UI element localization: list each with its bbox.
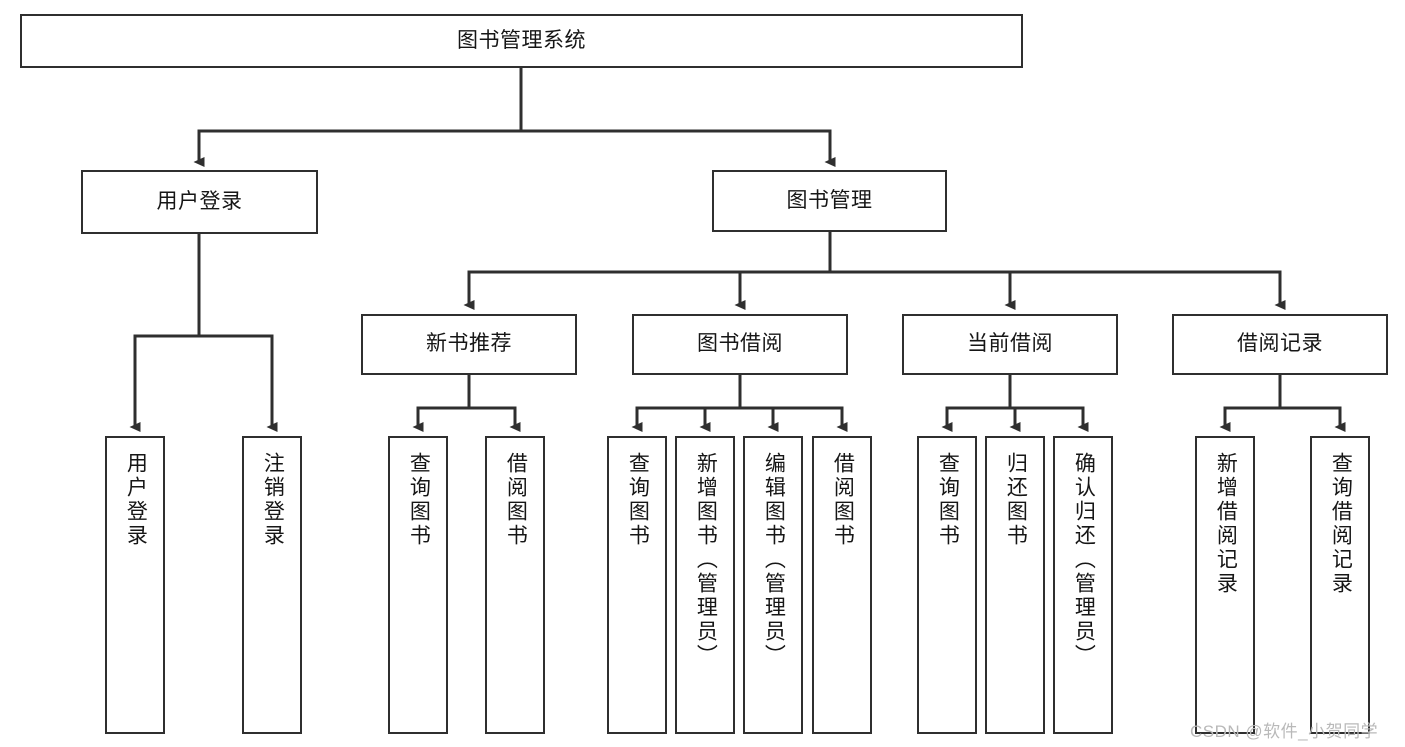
node-leaf-borrow-book-1-label: 借阅图书	[504, 452, 528, 548]
node-leaf-add-book-label: 新增图书（管理员）	[694, 452, 718, 668]
node-book-manage-label: 图书管理	[786, 188, 873, 212]
node-borrow-record[interactable]: 借阅记录	[1172, 314, 1388, 375]
node-leaf-return-book[interactable]: 归还图书	[985, 436, 1045, 734]
node-leaf-borrow-book-1[interactable]: 借阅图书	[485, 436, 545, 734]
node-leaf-return-book-label: 归还图书	[1004, 452, 1028, 548]
watermark: CSDN @软件_小贺同学	[1190, 722, 1379, 741]
node-leaf-user-login-label: 用户登录	[124, 452, 148, 548]
node-leaf-query-book-2-label: 查询图书	[626, 452, 650, 548]
node-leaf-confirm-return[interactable]: 确认归还（管理员）	[1053, 436, 1113, 734]
node-book-borrow[interactable]: 图书借阅	[632, 314, 848, 375]
node-leaf-logout[interactable]: 注销登录	[242, 436, 302, 734]
node-new-book-rec[interactable]: 新书推荐	[361, 314, 577, 375]
node-book-borrow-label: 图书借阅	[697, 332, 783, 356]
node-current-borrow[interactable]: 当前借阅	[902, 314, 1118, 375]
node-leaf-edit-book[interactable]: 编辑图书（管理员）	[743, 436, 803, 734]
node-borrow-record-label: 借阅记录	[1237, 332, 1323, 356]
node-leaf-add-record[interactable]: 新增借阅记录	[1195, 436, 1255, 734]
node-leaf-query-record[interactable]: 查询借阅记录	[1310, 436, 1370, 734]
node-leaf-query-record-label: 查询借阅记录	[1329, 452, 1353, 596]
node-new-book-rec-label: 新书推荐	[426, 332, 512, 356]
node-book-manage[interactable]: 图书管理	[712, 170, 947, 232]
node-leaf-query-book-1[interactable]: 查询图书	[388, 436, 448, 734]
node-leaf-query-book-2[interactable]: 查询图书	[607, 436, 667, 734]
node-user-login-label: 用户登录	[156, 189, 243, 213]
node-root-label: 图书管理系统	[457, 28, 586, 52]
node-current-borrow-label: 当前借阅	[967, 332, 1053, 356]
node-leaf-user-login[interactable]: 用户登录	[105, 436, 165, 734]
node-leaf-logout-label: 注销登录	[261, 452, 285, 548]
node-leaf-edit-book-label: 编辑图书（管理员）	[762, 452, 786, 668]
node-root[interactable]: 图书管理系统	[20, 14, 1023, 68]
node-leaf-query-book-3-label: 查询图书	[936, 452, 960, 548]
node-leaf-query-book-3[interactable]: 查询图书	[917, 436, 977, 734]
node-user-login[interactable]: 用户登录	[81, 170, 318, 234]
node-leaf-borrow-book-2[interactable]: 借阅图书	[812, 436, 872, 734]
node-leaf-confirm-return-label: 确认归还（管理员）	[1072, 452, 1096, 668]
node-leaf-borrow-book-2-label: 借阅图书	[831, 452, 855, 548]
node-leaf-add-book[interactable]: 新增图书（管理员）	[675, 436, 735, 734]
node-leaf-add-record-label: 新增借阅记录	[1214, 452, 1238, 596]
node-leaf-query-book-1-label: 查询图书	[407, 452, 431, 548]
